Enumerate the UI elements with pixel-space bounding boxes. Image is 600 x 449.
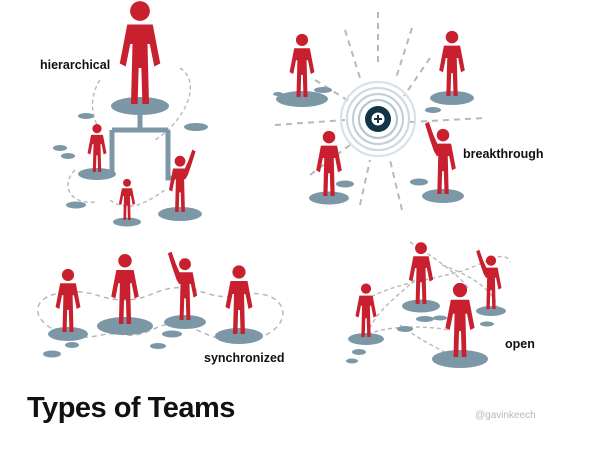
platform [215,328,263,344]
platform [432,350,488,368]
platform [480,321,494,327]
person-icon [167,251,198,320]
hierarchical-panel: hierarchical [40,1,208,227]
person-icon [55,268,81,332]
platform [425,107,441,113]
platform [402,299,440,313]
platform [433,315,447,321]
platform [416,316,434,322]
platform [314,87,332,93]
platform [43,350,61,358]
panel-label-open: open [505,337,535,351]
platform [184,123,208,131]
sync-loop-dash [36,286,284,342]
platform [476,306,506,316]
platform [162,330,182,338]
person-icon [316,130,342,196]
platform [430,91,474,105]
person-icon [111,254,139,324]
panel-label-breakthrough: breakthrough [463,147,544,161]
person-icon [439,30,465,96]
platform [422,189,464,203]
platform [78,113,94,119]
author-credit: @gavinkeech [475,410,536,421]
platform [164,315,206,329]
platform [346,358,358,364]
platform [48,327,88,341]
platform [336,180,354,188]
link-dash [91,79,101,131]
link-dash [441,264,499,311]
platform [150,343,166,349]
link-dash [154,67,192,141]
platform [113,217,141,227]
platform [309,191,349,205]
person-icon [476,249,502,309]
page-title: Types of Teams [27,392,235,424]
person-icon [119,1,161,104]
platform [78,168,116,180]
person-icon [289,33,315,97]
platform [410,178,428,186]
platform [97,317,153,335]
platform [53,145,67,151]
panel-label-hierarchical: hierarchical [40,58,110,72]
person-icon [355,283,377,337]
open-panel: open [346,241,535,368]
person-icon [445,282,475,357]
person-icon [118,178,136,220]
platform [65,342,79,348]
person-icon [408,242,434,304]
platform [158,207,202,221]
person-icon [87,123,107,172]
breakthrough-panel: breakthrough [273,12,544,211]
platform [397,326,413,332]
link-dash [109,189,166,207]
platform [66,201,86,209]
panel-label-synchronized: synchronized [204,351,285,365]
platform [352,349,366,355]
person-icon [424,121,456,194]
person-icon [225,265,253,334]
synchronized-panel: synchronized [36,251,285,365]
platform [61,153,75,159]
person-icon [168,149,196,212]
link-dash [364,255,511,301]
platform [348,333,384,345]
hierarchy-connector [109,106,175,181]
platform [273,92,283,96]
platform [276,91,328,107]
